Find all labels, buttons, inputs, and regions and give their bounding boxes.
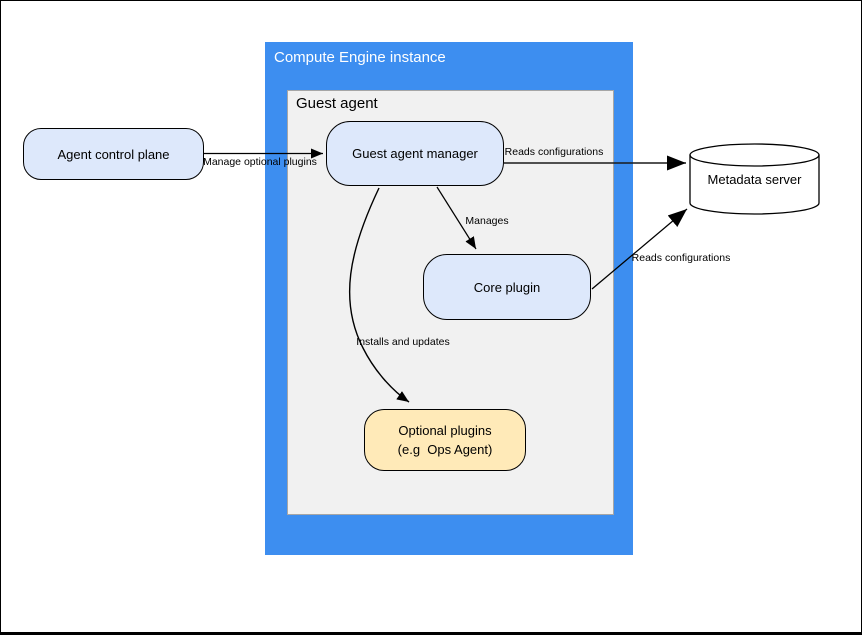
node-metadata-server-label: Metadata server — [707, 172, 802, 187]
node-optional-plugins: Optional plugins (e.g Ops Agent) — [364, 409, 526, 471]
edge-label-manager-reads-configurations: Reads configurations — [504, 146, 604, 158]
edge-label-manage-optional-plugins: Manage optional plugins — [203, 156, 317, 168]
node-optional-plugins-label-line2: (e.g Ops Agent) — [397, 442, 493, 457]
compute-engine-instance-title: Compute Engine instance — [274, 49, 446, 66]
node-optional-plugins-label-line1: Optional plugins — [398, 423, 492, 438]
edge-label-manages: Manages — [465, 215, 509, 227]
node-agent-control-plane-label: Agent control plane — [57, 146, 170, 162]
node-guest-agent-manager: Guest agent manager — [326, 121, 504, 186]
guest-agent-title: Guest agent — [296, 95, 378, 112]
node-guest-agent-manager-label: Guest agent manager — [352, 146, 478, 161]
edge-label-installs-and-updates: Installs and updates — [356, 336, 450, 348]
node-agent-control-plane: Agent control plane — [23, 128, 204, 180]
edge-label-core-reads-configurations: Reads configurations — [631, 252, 731, 264]
node-core-plugin: Core plugin — [423, 254, 591, 320]
node-core-plugin-label: Core plugin — [473, 279, 541, 295]
